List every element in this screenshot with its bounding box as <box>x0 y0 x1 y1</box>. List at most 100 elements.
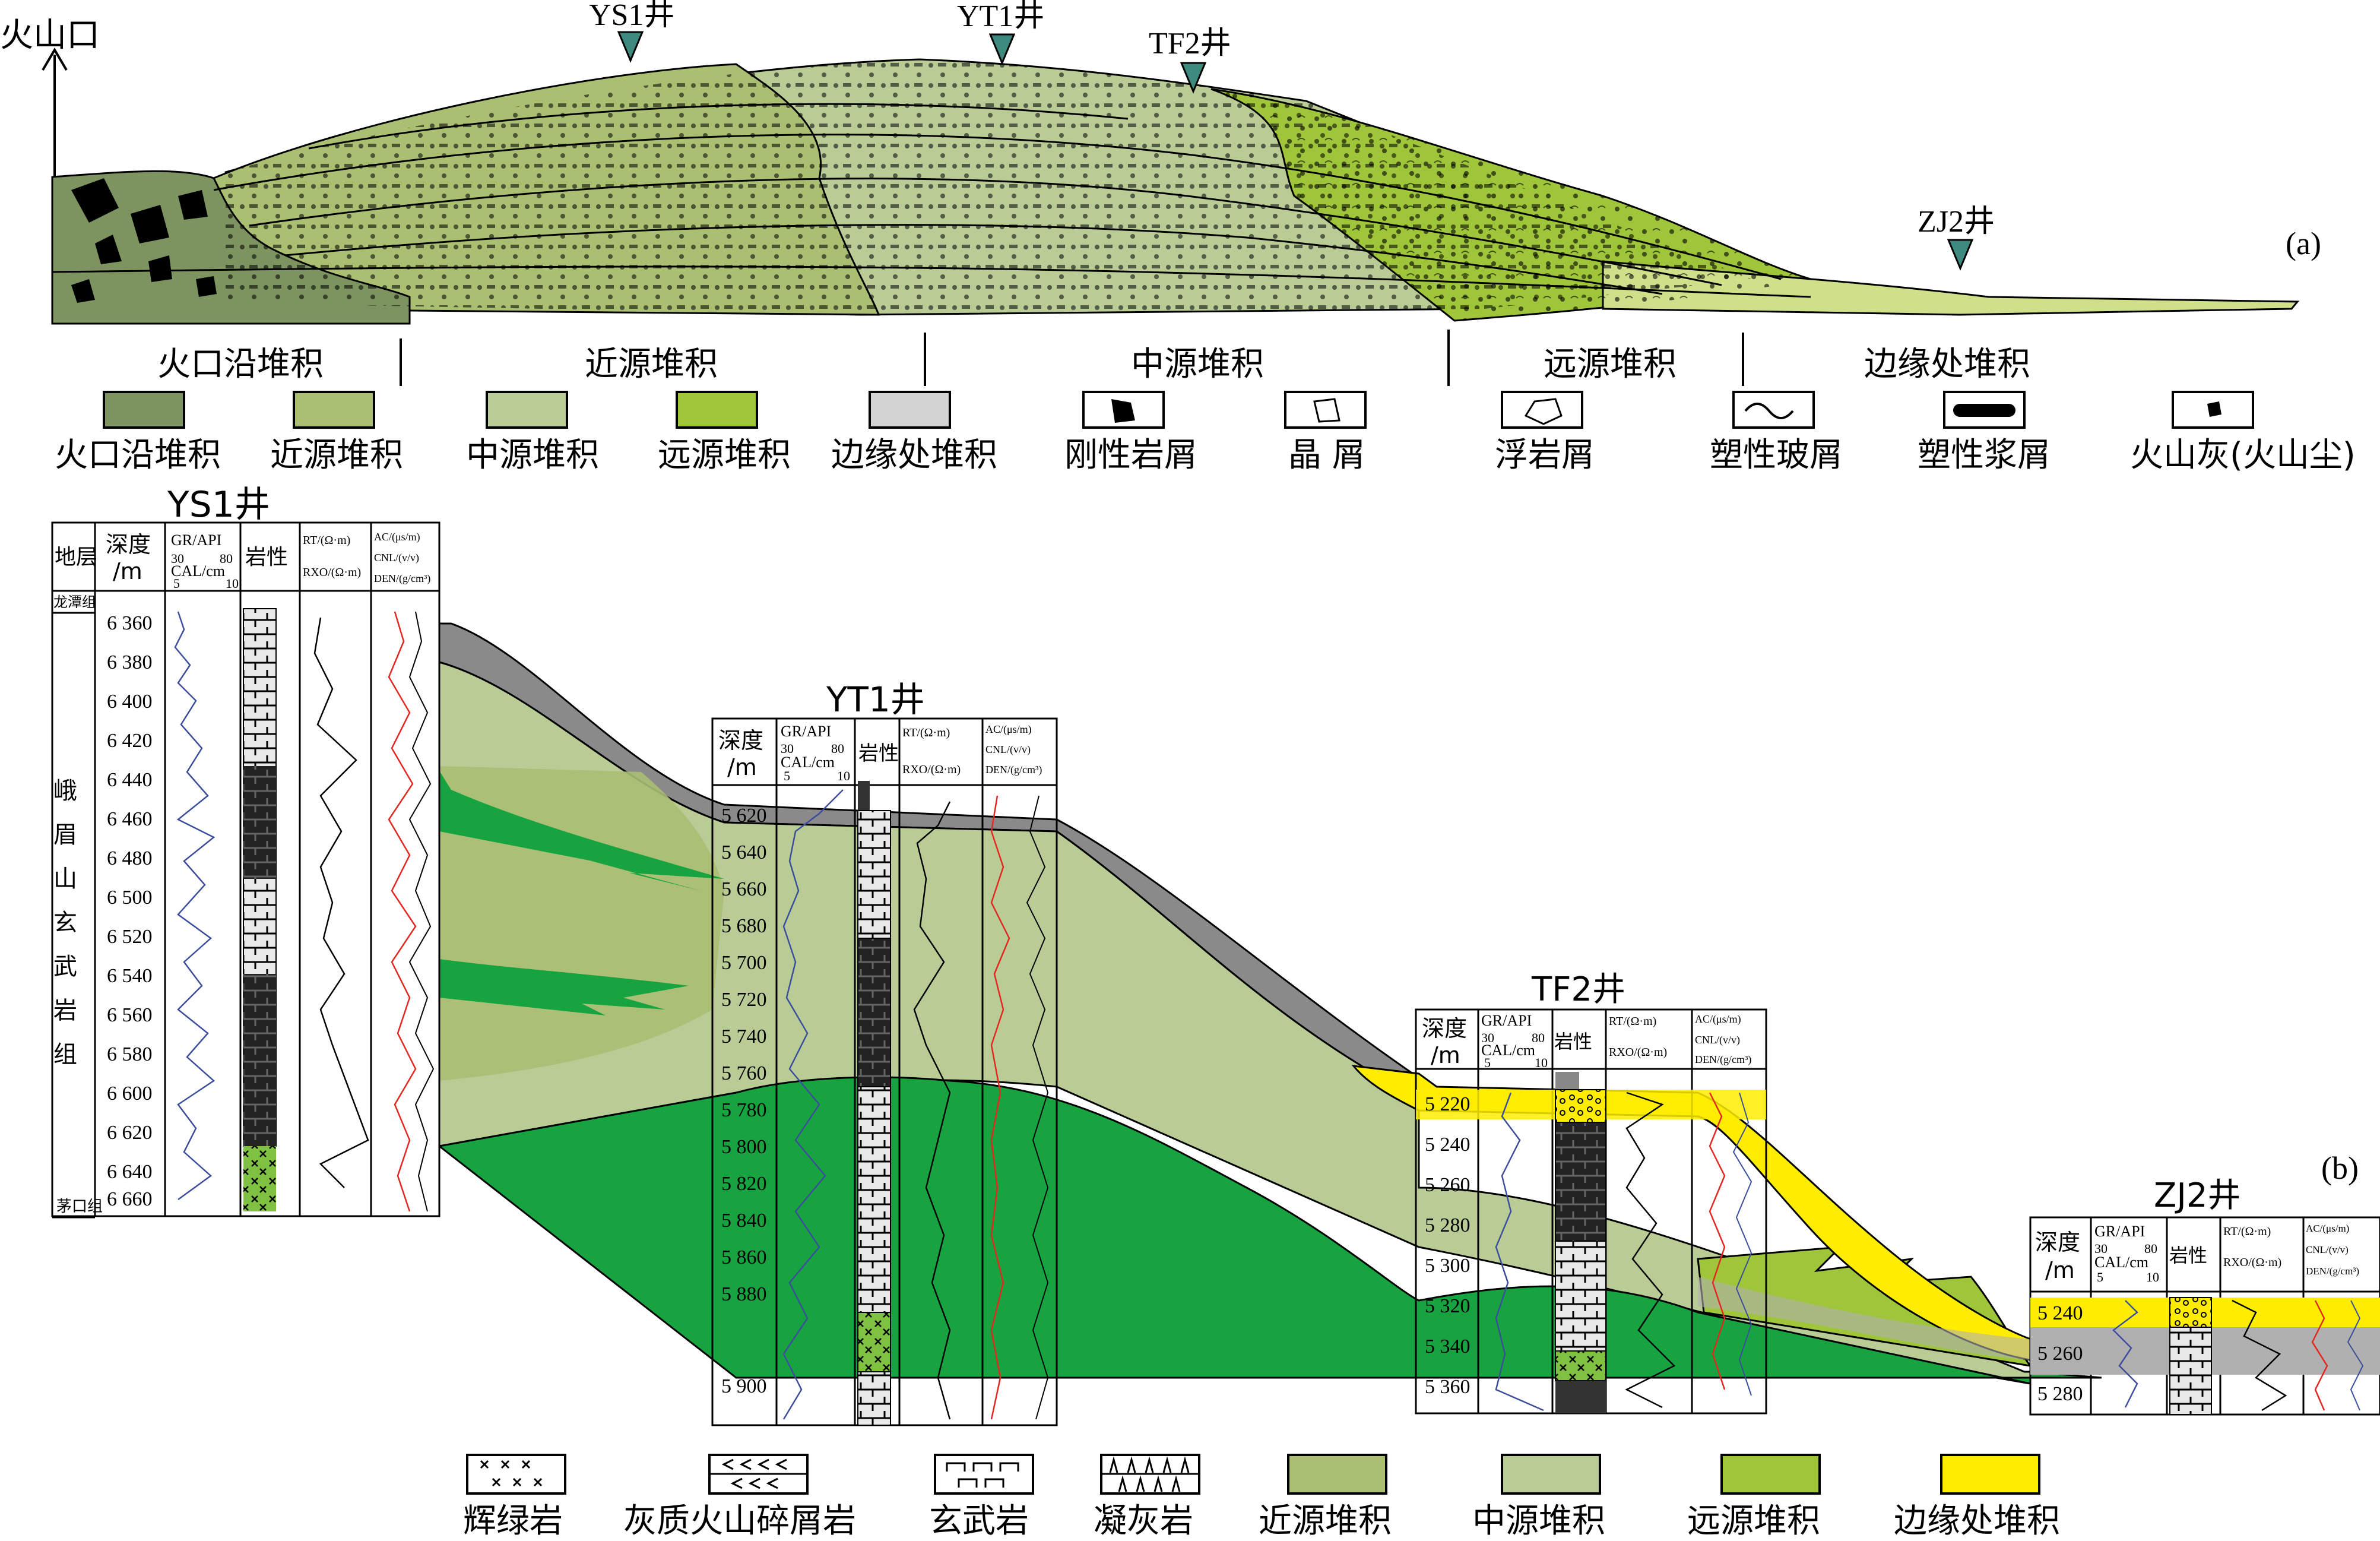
tuff-pattern-icon <box>1101 1456 1199 1492</box>
panel-a-cross-section: 火山口 YS1井 <box>0 0 2356 474</box>
legend-item-vent: 火口沿堆积 <box>55 391 221 474</box>
well-log-yt1: YT1井 深度 /m GR/API 30 80 CAL/cm 5 10 岩性 R… <box>711 679 1058 1426</box>
svg-text:边缘处堆积: 边缘处堆积 <box>831 436 997 474</box>
depth-axis: 6 360 6 380 6 400 6 420 6 440 6 460 6 48… <box>107 612 153 1210</box>
legend-item-proximal: 近源堆积 <box>270 391 403 474</box>
svg-text:灰质火山碎屑岩: 灰质火山碎屑岩 <box>623 1502 856 1540</box>
svg-text:CNL/(v/v): CNL/(v/v) <box>2306 1244 2349 1255</box>
gr-curve <box>1495 1092 1544 1412</box>
volcanic-ash-icon <box>2207 401 2221 417</box>
den-curve <box>1732 1092 1752 1396</box>
svg-text:刚性岩屑: 刚性岩屑 <box>1064 436 1197 474</box>
svg-text:5: 5 <box>784 768 790 783</box>
depth-tick: 5 260 <box>2037 1343 2083 1365</box>
depth-tick: 5 260 <box>1425 1174 1471 1196</box>
svg-text:近源堆积: 近源堆积 <box>1259 1502 1392 1540</box>
legend-item-margin: 边缘处堆积 <box>831 391 997 474</box>
svg-text:RXO/(Ω·m): RXO/(Ω·m) <box>902 763 961 776</box>
svg-text:火口沿堆积: 火口沿堆积 <box>55 436 221 474</box>
svg-text:深度: 深度 <box>718 727 763 754</box>
svg-text:/m: /m <box>2045 1257 2075 1283</box>
svg-text:30: 30 <box>171 551 184 566</box>
well-triangle-icon <box>1180 62 1207 94</box>
depth-tick: 6 580 <box>107 1043 153 1065</box>
svg-text:5: 5 <box>173 576 180 591</box>
depth-tick: 5 800 <box>721 1136 767 1158</box>
rt-curve <box>1625 1091 1676 1409</box>
svg-text:近源堆积: 近源堆积 <box>270 436 403 474</box>
den-curve <box>2347 1300 2364 1411</box>
well-log-ys1: YS1井 地层 深度 /m GR/API 30 80 CAL/cm 5 10 岩… <box>49 484 440 1219</box>
svg-text:RT/(Ω·m): RT/(Ω·m) <box>2223 1225 2271 1238</box>
svg-text:80: 80 <box>1532 1030 1545 1045</box>
svg-text:CAL/cm: CAL/cm <box>2094 1254 2148 1271</box>
svg-text:晶 屑: 晶 屑 <box>1288 436 1365 474</box>
depth-tick: 6 400 <box>107 691 153 713</box>
svg-text:岩性: 岩性 <box>1554 1030 1592 1053</box>
svg-text:AC/(μs/m): AC/(μs/m) <box>1695 1013 1741 1026</box>
svg-text:/m: /m <box>727 754 757 780</box>
svg-text:凝灰岩: 凝灰岩 <box>1094 1502 1193 1540</box>
legend-item-basalt: 玄武岩 <box>929 1454 1034 1540</box>
svg-text:30: 30 <box>781 741 794 756</box>
well-marker-tf2: TF2井 <box>1149 27 1231 94</box>
svg-text:火山灰(火山尘): 火山灰(火山尘) <box>2130 436 2356 474</box>
well-title: YT1井 <box>826 679 925 720</box>
svg-text:AC/(μs/m): AC/(μs/m) <box>374 531 420 543</box>
pumice-debris-icon <box>1524 398 1563 425</box>
crater-label: 火山口 <box>0 16 100 55</box>
svg-text:远源堆积: 远源堆积 <box>1687 1502 1820 1540</box>
depth-tick: 5 820 <box>721 1173 767 1195</box>
svg-text:CNL/(v/v): CNL/(v/v) <box>985 743 1031 756</box>
svg-text:DEN/(g/cm³): DEN/(g/cm³) <box>985 764 1042 776</box>
depth-tick: 5 280 <box>2037 1383 2083 1405</box>
depth-axis: 5 240 5 260 5 280 <box>2037 1302 2083 1405</box>
legend-item-margin-b: 边缘处堆积 <box>1894 1454 2060 1540</box>
depth-tick: 5 660 <box>721 878 767 900</box>
den-curve <box>408 611 435 1212</box>
depth-tick: 6 540 <box>107 965 153 987</box>
svg-text:玄武岩: 玄武岩 <box>929 1502 1029 1540</box>
depth-tick: 5 860 <box>721 1246 767 1268</box>
zone-labels: 火口沿堆积 近源堆积 中源堆积 远源堆积 边缘处堆积 <box>157 330 2030 386</box>
depth-tick: 6 440 <box>107 769 153 791</box>
strata-label: 茅口组 <box>56 1198 103 1216</box>
well-label: YT1井 <box>957 0 1044 33</box>
depth-axis: 5 220 5 240 5 260 5 280 5 300 5 320 5 34… <box>1425 1093 1471 1398</box>
svg-text:深度: 深度 <box>106 531 151 558</box>
svg-text:RXO/(Ω·m): RXO/(Ω·m) <box>2223 1256 2281 1269</box>
svg-text:10: 10 <box>2146 1270 2159 1284</box>
svg-text:岩性: 岩性 <box>858 742 899 765</box>
pyroclastic-pattern-icon <box>709 1458 807 1489</box>
zone-label: 中源堆积 <box>1131 345 1264 384</box>
well-triangle-icon <box>988 33 1016 65</box>
rt-curve <box>913 801 951 1420</box>
svg-text:塑性玻屑: 塑性玻屑 <box>1710 436 1843 474</box>
well-marker-ys1: YS1井 <box>589 0 674 63</box>
legend-item-spatter: 塑性浆屑 <box>1918 391 2051 474</box>
svg-text:塑性浆屑: 塑性浆屑 <box>1918 436 2051 474</box>
depth-tick: 5 840 <box>721 1210 767 1232</box>
svg-text:DEN/(g/cm³): DEN/(g/cm³) <box>2306 1265 2359 1277</box>
svg-text:AC/(μs/m): AC/(μs/m) <box>985 723 1032 736</box>
lithology-column <box>857 810 891 939</box>
well-label: YS1井 <box>589 0 674 32</box>
depth-tick: 6 640 <box>107 1161 153 1183</box>
legend-item-crystal: 晶 屑 <box>1284 391 1367 474</box>
legend-item-ash: 火山灰(火山尘) <box>2130 391 2356 474</box>
svg-text:CAL/cm: CAL/cm <box>1481 1042 1535 1059</box>
svg-text:远源堆积: 远源堆积 <box>658 436 791 474</box>
svg-text:80: 80 <box>2144 1241 2157 1256</box>
svg-text:中源堆积: 中源堆积 <box>1472 1502 1605 1540</box>
panel-a-label: (a) <box>2286 226 2321 261</box>
legend-item-diabase: 辉绿岩 <box>463 1454 566 1540</box>
depth-tick: 6 600 <box>107 1083 153 1105</box>
zone-label: 边缘处堆积 <box>1864 345 2030 384</box>
plastic-spatter-icon <box>1953 404 2015 417</box>
rigid-debris-icon <box>1111 399 1135 423</box>
zone-label: 火口沿堆积 <box>157 345 324 384</box>
diabase-pattern-icon <box>480 1460 543 1487</box>
depth-tick: 5 900 <box>721 1375 767 1397</box>
correlation-grey-band-zj2 <box>1698 1277 2030 1360</box>
